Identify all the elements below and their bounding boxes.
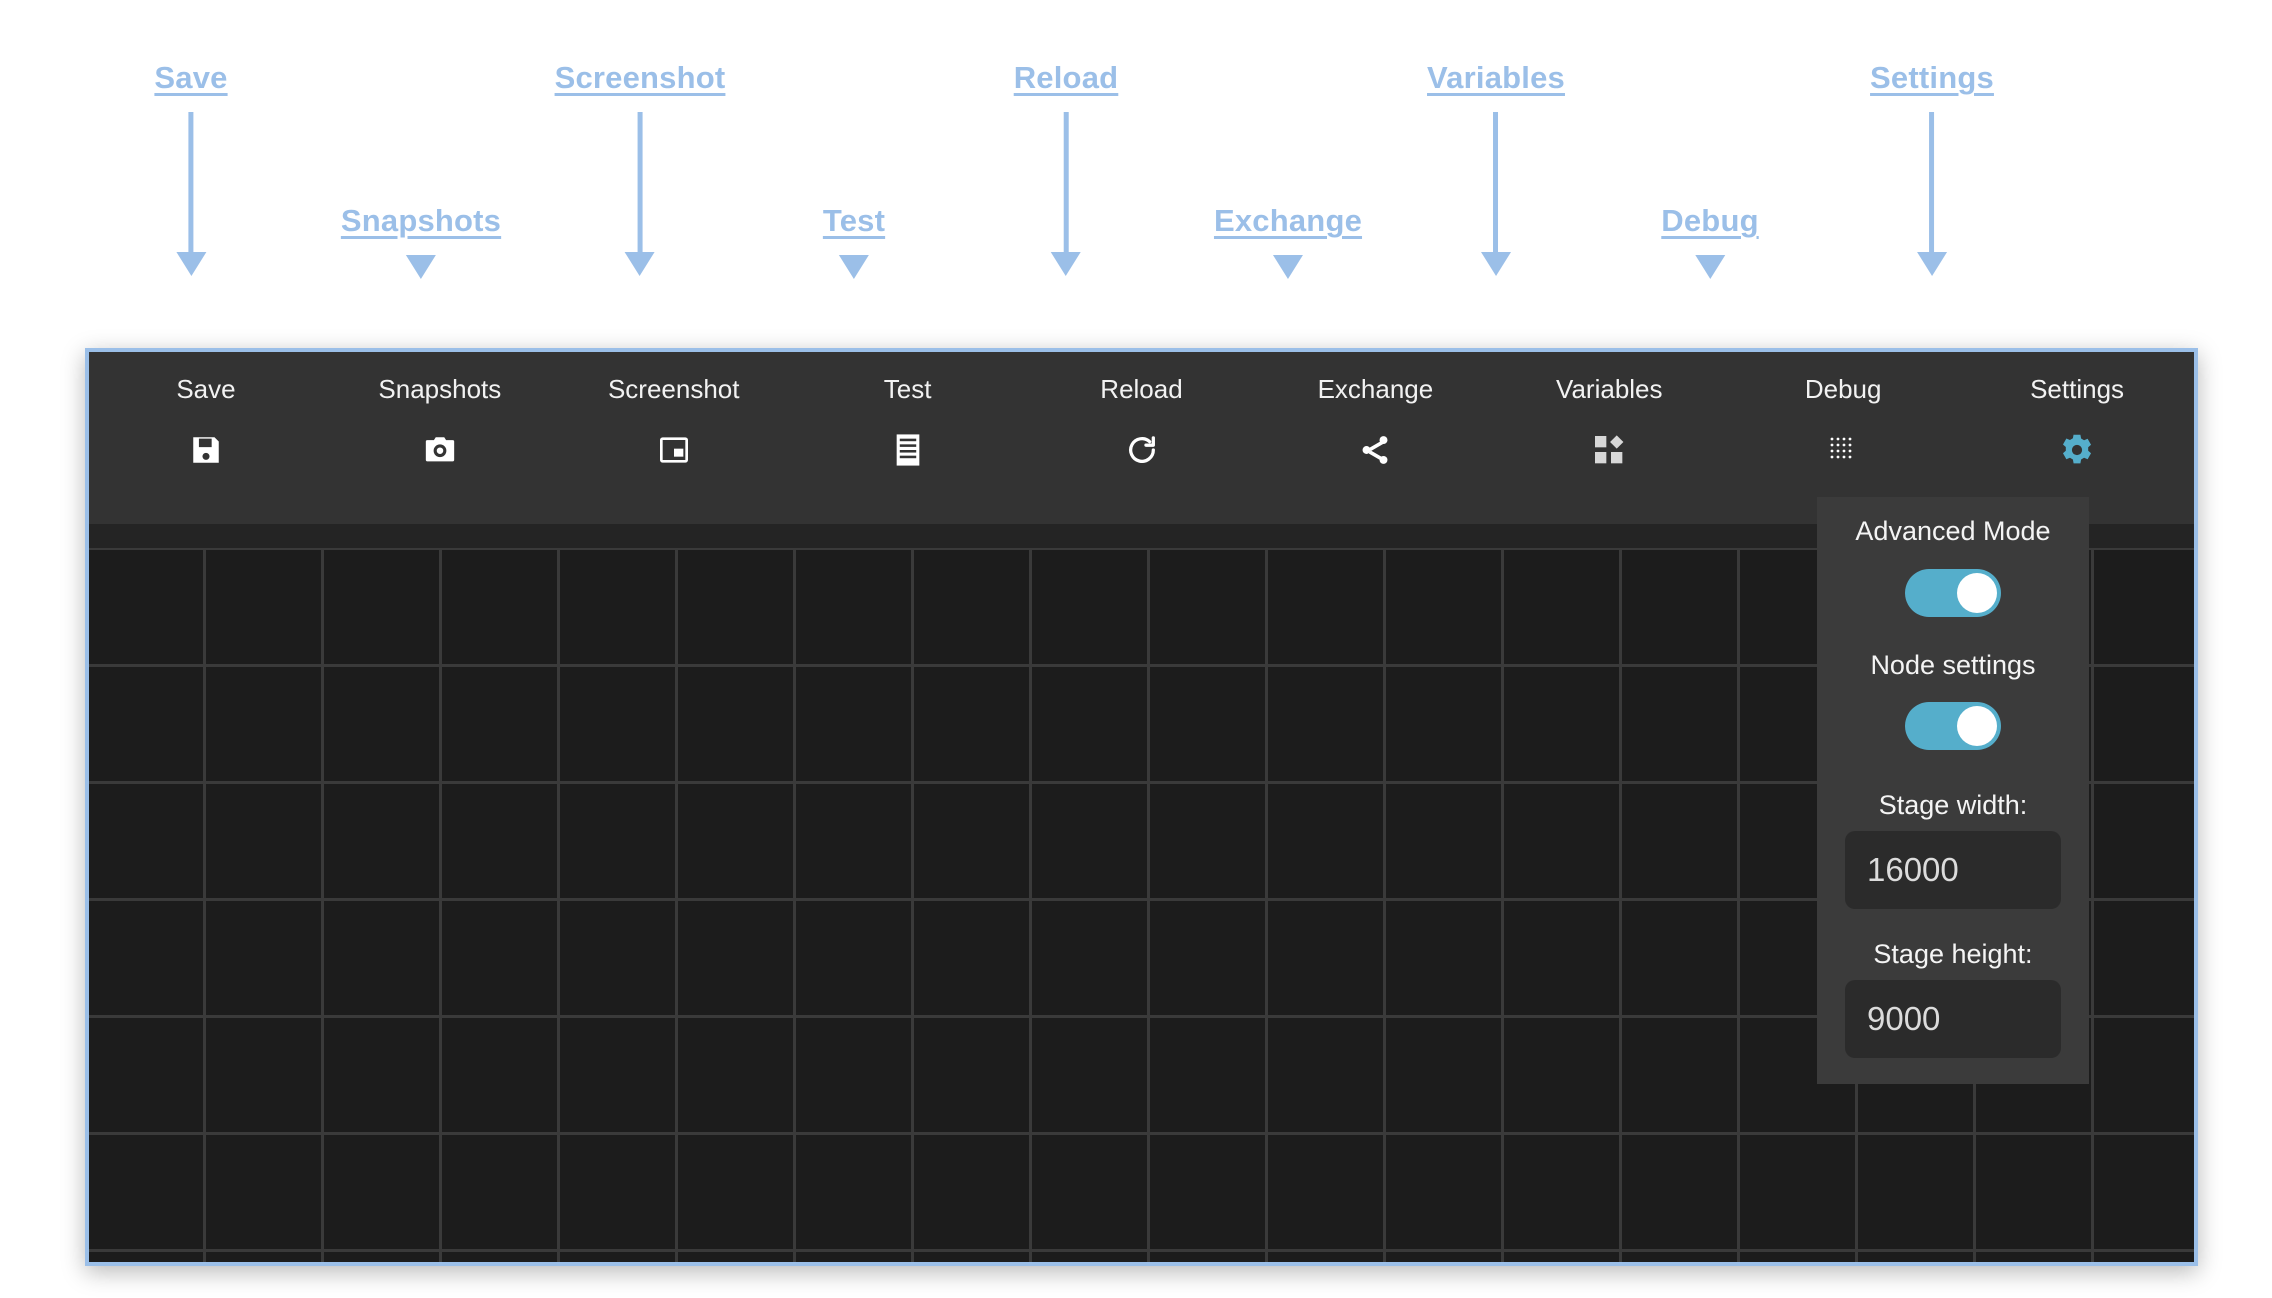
annotation-label: Reload	[1013, 60, 1119, 95]
settings-dropdown-menu: Advanced Mode Node settings Stage width:…	[1817, 497, 2089, 1085]
annotation-screenshot: Screenshot	[554, 60, 726, 276]
annotation-arrow-down-icon	[1481, 112, 1511, 276]
stage-height-input[interactable]	[1845, 980, 2061, 1059]
annotation-overlay: Save Snapshots Screenshot Test Reload	[0, 0, 2272, 350]
toolbar-label: Variables	[1556, 374, 1663, 404]
share-icon	[1357, 432, 1393, 468]
toolbar-label: Save	[176, 374, 236, 404]
toolbar-button-screenshot[interactable]: Screenshot	[557, 352, 791, 524]
blocks-icon	[1591, 432, 1627, 468]
toggle-knob	[1957, 706, 1997, 747]
toolbar-label: Test	[883, 374, 932, 404]
annotation-arrow-down-icon	[1273, 255, 1303, 279]
stage-width-input[interactable]	[1845, 831, 2061, 910]
toggle-knob	[1957, 572, 1997, 613]
annotation-arrow-down-icon	[175, 112, 206, 276]
annotation-snapshots: Snapshots	[340, 203, 502, 279]
annotation-label: Screenshot	[554, 60, 726, 95]
annotation-label: Snapshots	[340, 203, 502, 238]
stage-height-label: Stage height:	[1873, 939, 2033, 970]
toolbar-button-snapshots[interactable]: Snapshots	[323, 352, 557, 524]
list-document-icon	[890, 432, 926, 468]
toolbar-label: Settings	[2030, 374, 2125, 404]
main-toolbar: Save Snapshots Screenshot	[89, 352, 2194, 524]
toolbar-button-test[interactable]: Test	[791, 352, 1025, 524]
annotation-label: Save	[154, 60, 228, 95]
annotation-arrow-down-icon	[406, 255, 436, 279]
toolbar-button-variables[interactable]: Variables	[1492, 352, 1726, 524]
floppy-disk-icon	[188, 432, 224, 468]
toolbar-label: Screenshot	[607, 374, 740, 404]
annotation-reload: Reload	[1013, 60, 1119, 276]
toolbar-label: Reload	[1100, 374, 1183, 404]
annotation-label: Settings	[1870, 60, 1994, 95]
advanced-mode-toggle[interactable]	[1905, 568, 2001, 617]
annotation-debug: Debug	[1661, 203, 1759, 279]
annotation-settings: Settings	[1870, 60, 1994, 276]
toolbar-button-debug[interactable]: Debug	[1726, 352, 1960, 524]
node-settings-toggle[interactable]	[1905, 702, 2001, 751]
toolbar-button-exchange[interactable]: Exchange	[1258, 352, 1492, 524]
application-panel: Save Snapshots Screenshot	[85, 348, 2198, 1266]
toolbar-label: Debug	[1804, 374, 1882, 404]
toolbar-button-save[interactable]: Save	[89, 352, 323, 524]
dot-grid-icon	[1825, 432, 1861, 468]
advanced-mode-label: Advanced Mode	[1855, 516, 2051, 546]
annotation-label: Test	[822, 203, 886, 238]
annotation-arrow-down-icon	[839, 255, 869, 279]
toolbar-button-reload[interactable]: Reload	[1025, 352, 1259, 524]
annotation-arrow-down-icon	[1051, 112, 1081, 276]
toolbar-button-settings[interactable]: Settings	[1960, 352, 2194, 524]
toolbar-label: Snapshots	[378, 374, 502, 404]
picture-in-picture-icon	[656, 432, 692, 468]
annotation-save: Save	[154, 60, 228, 276]
annotation-arrow-down-icon	[625, 112, 655, 276]
annotation-arrow-down-icon	[1695, 255, 1725, 279]
annotation-label: Variables	[1427, 60, 1565, 95]
camera-icon	[422, 432, 458, 468]
stage-width-label: Stage width:	[1878, 790, 2028, 821]
annotation-label: Debug	[1661, 203, 1759, 238]
refresh-icon	[1124, 432, 1160, 468]
annotation-test: Test	[822, 203, 886, 279]
annotation-arrow-down-icon	[1916, 112, 1947, 276]
annotation-variables: Variables	[1427, 60, 1565, 276]
annotation-exchange: Exchange	[1213, 203, 1363, 279]
node-settings-label: Node settings	[1870, 649, 2036, 680]
annotation-label: Exchange	[1213, 203, 1363, 238]
gear-icon	[2059, 432, 2095, 468]
toolbar-label: Exchange	[1317, 374, 1434, 404]
